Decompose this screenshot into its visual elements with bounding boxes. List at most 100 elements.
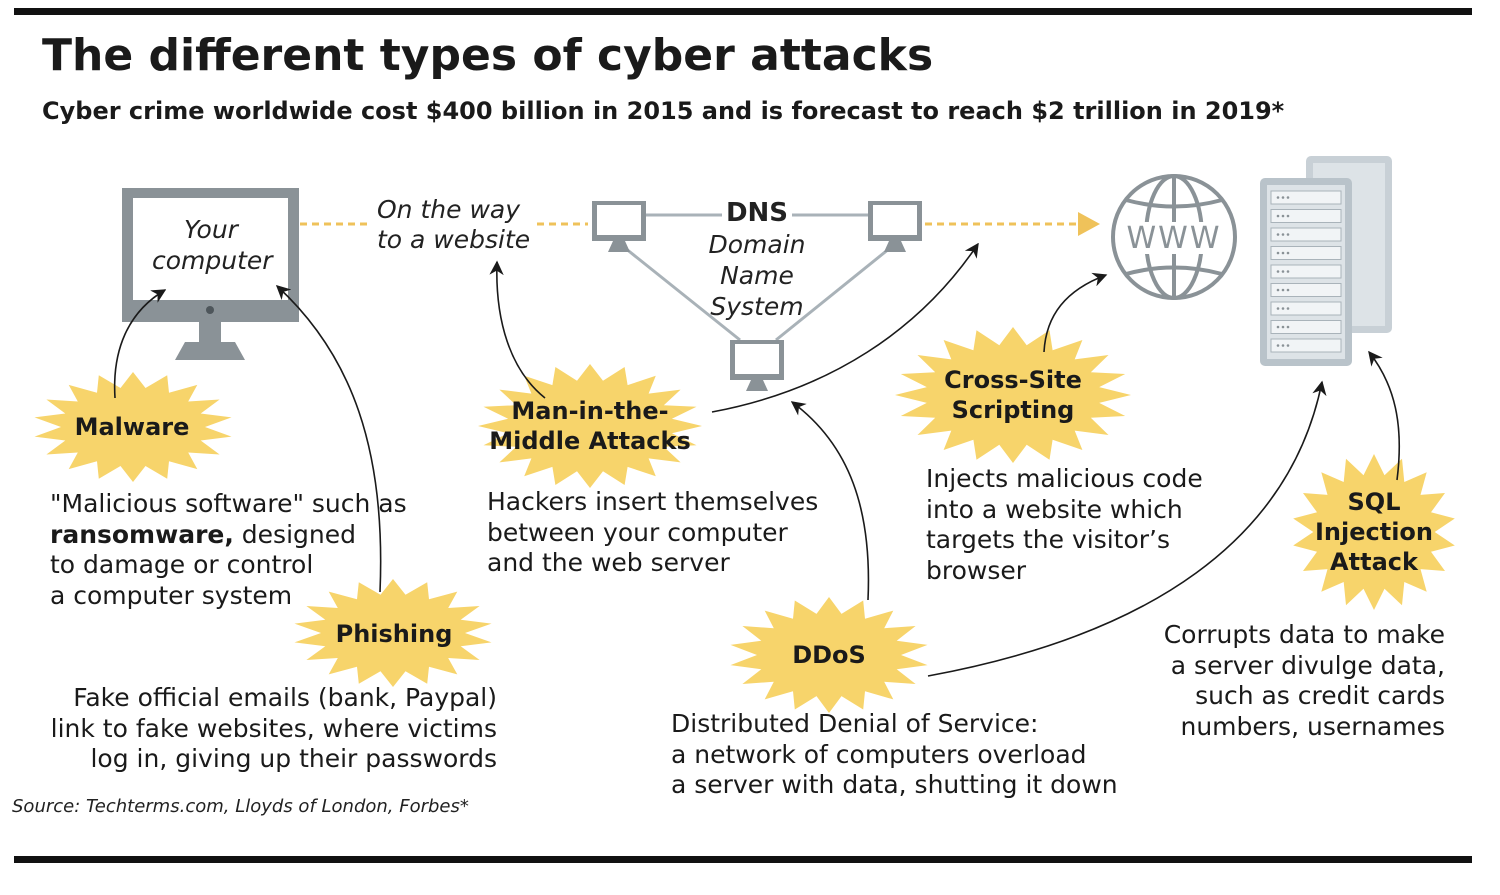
server-front-icon [1260, 178, 1352, 366]
path-arrowhead [1078, 212, 1100, 236]
sql-name-line3: Attack [1330, 548, 1418, 576]
page-title: The different types of cyber attacks [42, 30, 934, 81]
sql-desc-line2: a server divulge data, [1170, 650, 1445, 680]
server-slot [1270, 190, 1342, 205]
dns-line1: Domain [708, 230, 806, 259]
dns-network-lines [619, 213, 896, 342]
your-computer-line1: Your [184, 215, 238, 244]
mitm-desc-line1: Hackers insert themselves [487, 487, 819, 516]
arrow-phishing [275, 285, 382, 593]
malware-desc-rest: designed [233, 519, 356, 549]
ddos-description: Distributed Denial of Service: a network… [671, 709, 1118, 801]
server-slot [1270, 283, 1342, 297]
xss-desc-line3: targets the visitor’s [926, 525, 1171, 554]
phishing-description: Fake official emails (bank, Paypal) link… [40, 683, 497, 775]
phishing-desc-line2: link to fake websites, where victims [50, 713, 497, 743]
top-rule [14, 8, 1472, 15]
dns-label: DNS Domain Name System [700, 198, 814, 322]
burst-malware-shape [34, 372, 232, 482]
ddos-name: DDoS [792, 641, 866, 669]
on-the-way-line2: to a website [377, 225, 531, 254]
server-slot-led [1286, 233, 1290, 236]
malware-description: "Malicious software" such as ransomware,… [50, 489, 407, 611]
www-label: WWW [1127, 221, 1222, 256]
arrow-mitm-left [489, 260, 546, 399]
on-the-way-label: On the way to a website [377, 195, 530, 255]
server-slot-led [1276, 325, 1280, 329]
server-slot-led [1276, 288, 1280, 292]
server-slot [1270, 320, 1342, 334]
your-computer-label: Your computer [152, 214, 273, 276]
server-slot-led [1276, 214, 1280, 218]
xss-desc-line1: Injects malicious code [926, 464, 1203, 493]
your-computer-icon [122, 188, 299, 360]
server-slot-led [1281, 251, 1285, 255]
arrow-ddos-server [927, 380, 1327, 677]
xss-desc-line4: browser [926, 555, 1027, 585]
mitm-desc-line3: and the web server [487, 548, 730, 577]
malware-desc-line3: to damage or control [50, 550, 314, 579]
your-computer-line2: computer [152, 246, 273, 275]
sql-desc-line3: such as credit cards [1195, 681, 1445, 710]
burst-phishing-shape [294, 579, 492, 687]
server-slot-led [1286, 251, 1290, 255]
source-note: Source: Techterms.com, Lloyds of London,… [12, 796, 469, 817]
www-globe-icon [1111, 174, 1237, 300]
ddos-desc-line3: a server with data, shutting it down [671, 770, 1118, 799]
arrow-malware [113, 289, 167, 399]
server-slot [1270, 246, 1342, 260]
on-the-way-line1: On the way [377, 195, 521, 224]
sql-name: SQL Injection Attack [1315, 487, 1433, 577]
sql-name-line2: Injection [1314, 518, 1434, 546]
server-slot-led [1276, 233, 1280, 236]
mitm-name: Man-in-the- Middle Attacks [489, 396, 691, 456]
xss-description: Injects malicious code into a website wh… [926, 464, 1203, 586]
server-slot [1270, 338, 1342, 353]
malware-desc-line2: ransomware, designed [50, 520, 407, 551]
server-slot-led [1276, 196, 1280, 199]
server-slot [1270, 227, 1342, 242]
server-slot-led [1281, 344, 1285, 347]
mitm-desc-line2: between your computer [487, 517, 788, 547]
dns-node-left-icon [592, 201, 646, 252]
dns-acronym: DNS [725, 198, 789, 228]
xss-name-line2: Scripting [951, 396, 1075, 424]
mitm-name-line2: Middle Attacks [489, 427, 691, 455]
bottom-rule [14, 856, 1472, 863]
burst-ddos-shape [730, 597, 928, 713]
server-slot-led [1276, 307, 1280, 310]
arrow-sql [1368, 350, 1401, 481]
dns-node-bottom-icon [730, 340, 784, 391]
server-slot-led [1286, 196, 1290, 199]
server-slot [1270, 264, 1342, 279]
server-slot-led [1286, 288, 1290, 292]
malware-name: Malware [74, 413, 190, 441]
server-slot-led [1281, 307, 1285, 310]
attack-arrows [113, 242, 1401, 677]
server-slot-led [1281, 214, 1285, 218]
mitm-name-line1: Man-in-the- [511, 397, 669, 425]
xss-name-line1: Cross-Site [944, 366, 1082, 394]
xss-desc-line2: into a website which [926, 494, 1183, 524]
server-slot-led [1286, 270, 1290, 273]
server-slot-led [1281, 270, 1285, 273]
server-slot-led [1281, 288, 1285, 292]
server-slot-led [1281, 196, 1285, 199]
server-slot [1270, 209, 1342, 223]
malware-desc-line1: "Malicious software" such as [50, 489, 407, 518]
ddos-desc-line1: Distributed Denial of Service: [671, 709, 1039, 738]
phishing-name: Phishing [335, 620, 453, 648]
server-slot-led [1276, 270, 1280, 273]
server-slot-led [1276, 251, 1280, 255]
server-slot-led [1286, 325, 1290, 329]
dns-line2: Name [720, 261, 794, 290]
arrow-xss [1043, 272, 1108, 353]
malware-desc-bold: ransomware, [50, 519, 234, 549]
server-slot [1270, 301, 1342, 316]
burst-sql-shape [1293, 454, 1455, 610]
server-slot-led [1286, 307, 1290, 310]
xss-name: Cross-Site Scripting [944, 365, 1082, 425]
page-subtitle: Cyber crime worldwide cost $400 billion … [42, 97, 1285, 125]
sql-description: Corrupts data to make a server divulge d… [1105, 620, 1445, 742]
